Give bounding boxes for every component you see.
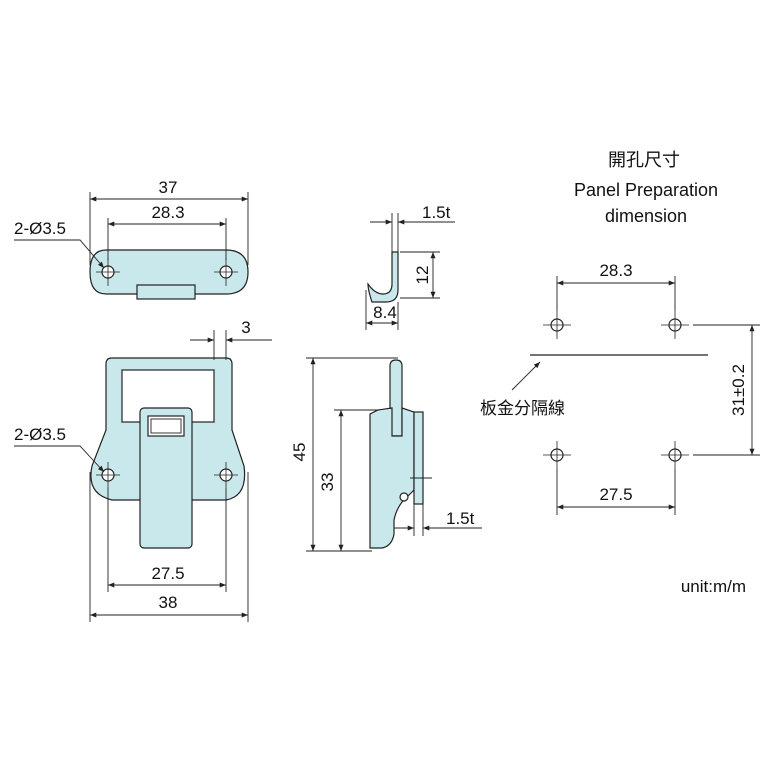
front-view-offset-label: 3 (241, 318, 250, 337)
panel-vertical-label: 31±0.2 (729, 364, 748, 416)
side-view-lever (389, 359, 403, 437)
small-side-view (365, 213, 455, 330)
front-view-slot (147, 415, 185, 437)
side-view-body (369, 407, 415, 549)
unit-label: unit:m/m (681, 577, 746, 596)
front-view-holes-label: 2-Ø3.5 (14, 425, 66, 444)
front-view-arm (139, 407, 193, 549)
side-view-plate (413, 411, 424, 505)
panel-bottom-pitch-label: 27.5 (599, 485, 632, 504)
top-view-plate (89, 249, 249, 295)
top-view-holes-label: 2-Ø3.5 (14, 219, 66, 238)
small-side-height-label: 12 (413, 266, 432, 285)
front-view-pitch-label: 27.5 (151, 564, 184, 583)
hook-profile (367, 251, 399, 303)
panel-top-pitch-label: 28.3 (599, 261, 632, 280)
large-side-inner-label: 33 (318, 473, 337, 492)
top-view-width-label: 37 (159, 178, 178, 197)
top-view-pitch-label: 28.3 (151, 203, 184, 222)
panel-cutout-drawing (511, 276, 760, 515)
panel-parting-line-label: 板金分隔線 (480, 399, 565, 418)
small-side-thickness-label: 1.5t (422, 203, 451, 222)
side-view-pivot (399, 492, 409, 502)
top-view-tab (136, 284, 196, 300)
front-view-width-label: 38 (159, 593, 178, 612)
large-side-thickness-label: 1.5t (446, 509, 475, 528)
front-view (14, 330, 272, 622)
panel-title-en-2: dimension (605, 206, 687, 226)
large-side-view (306, 357, 482, 552)
panel-title-en-1: Panel Preparation (574, 180, 718, 200)
top-view (14, 192, 249, 300)
small-side-depth-label: 8.4 (373, 303, 397, 322)
large-side-height-label: 45 (290, 443, 309, 462)
panel-title-cn: 開孔尺寸 (608, 150, 680, 170)
